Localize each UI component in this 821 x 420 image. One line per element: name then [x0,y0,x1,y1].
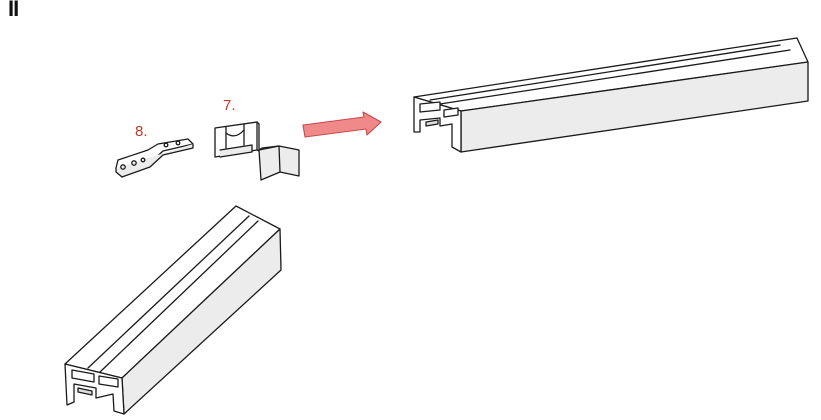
direction-arrow [302,111,382,138]
bracket-part-8 [115,138,194,178]
rail-assembled [413,37,809,153]
clip-part-7-back [258,145,300,181]
step-label: II [8,0,19,21]
part-label-7: 7. [223,97,236,114]
part-label-8: 8. [135,123,148,140]
rail-angled [64,205,282,415]
clip-part-7 [214,121,260,158]
